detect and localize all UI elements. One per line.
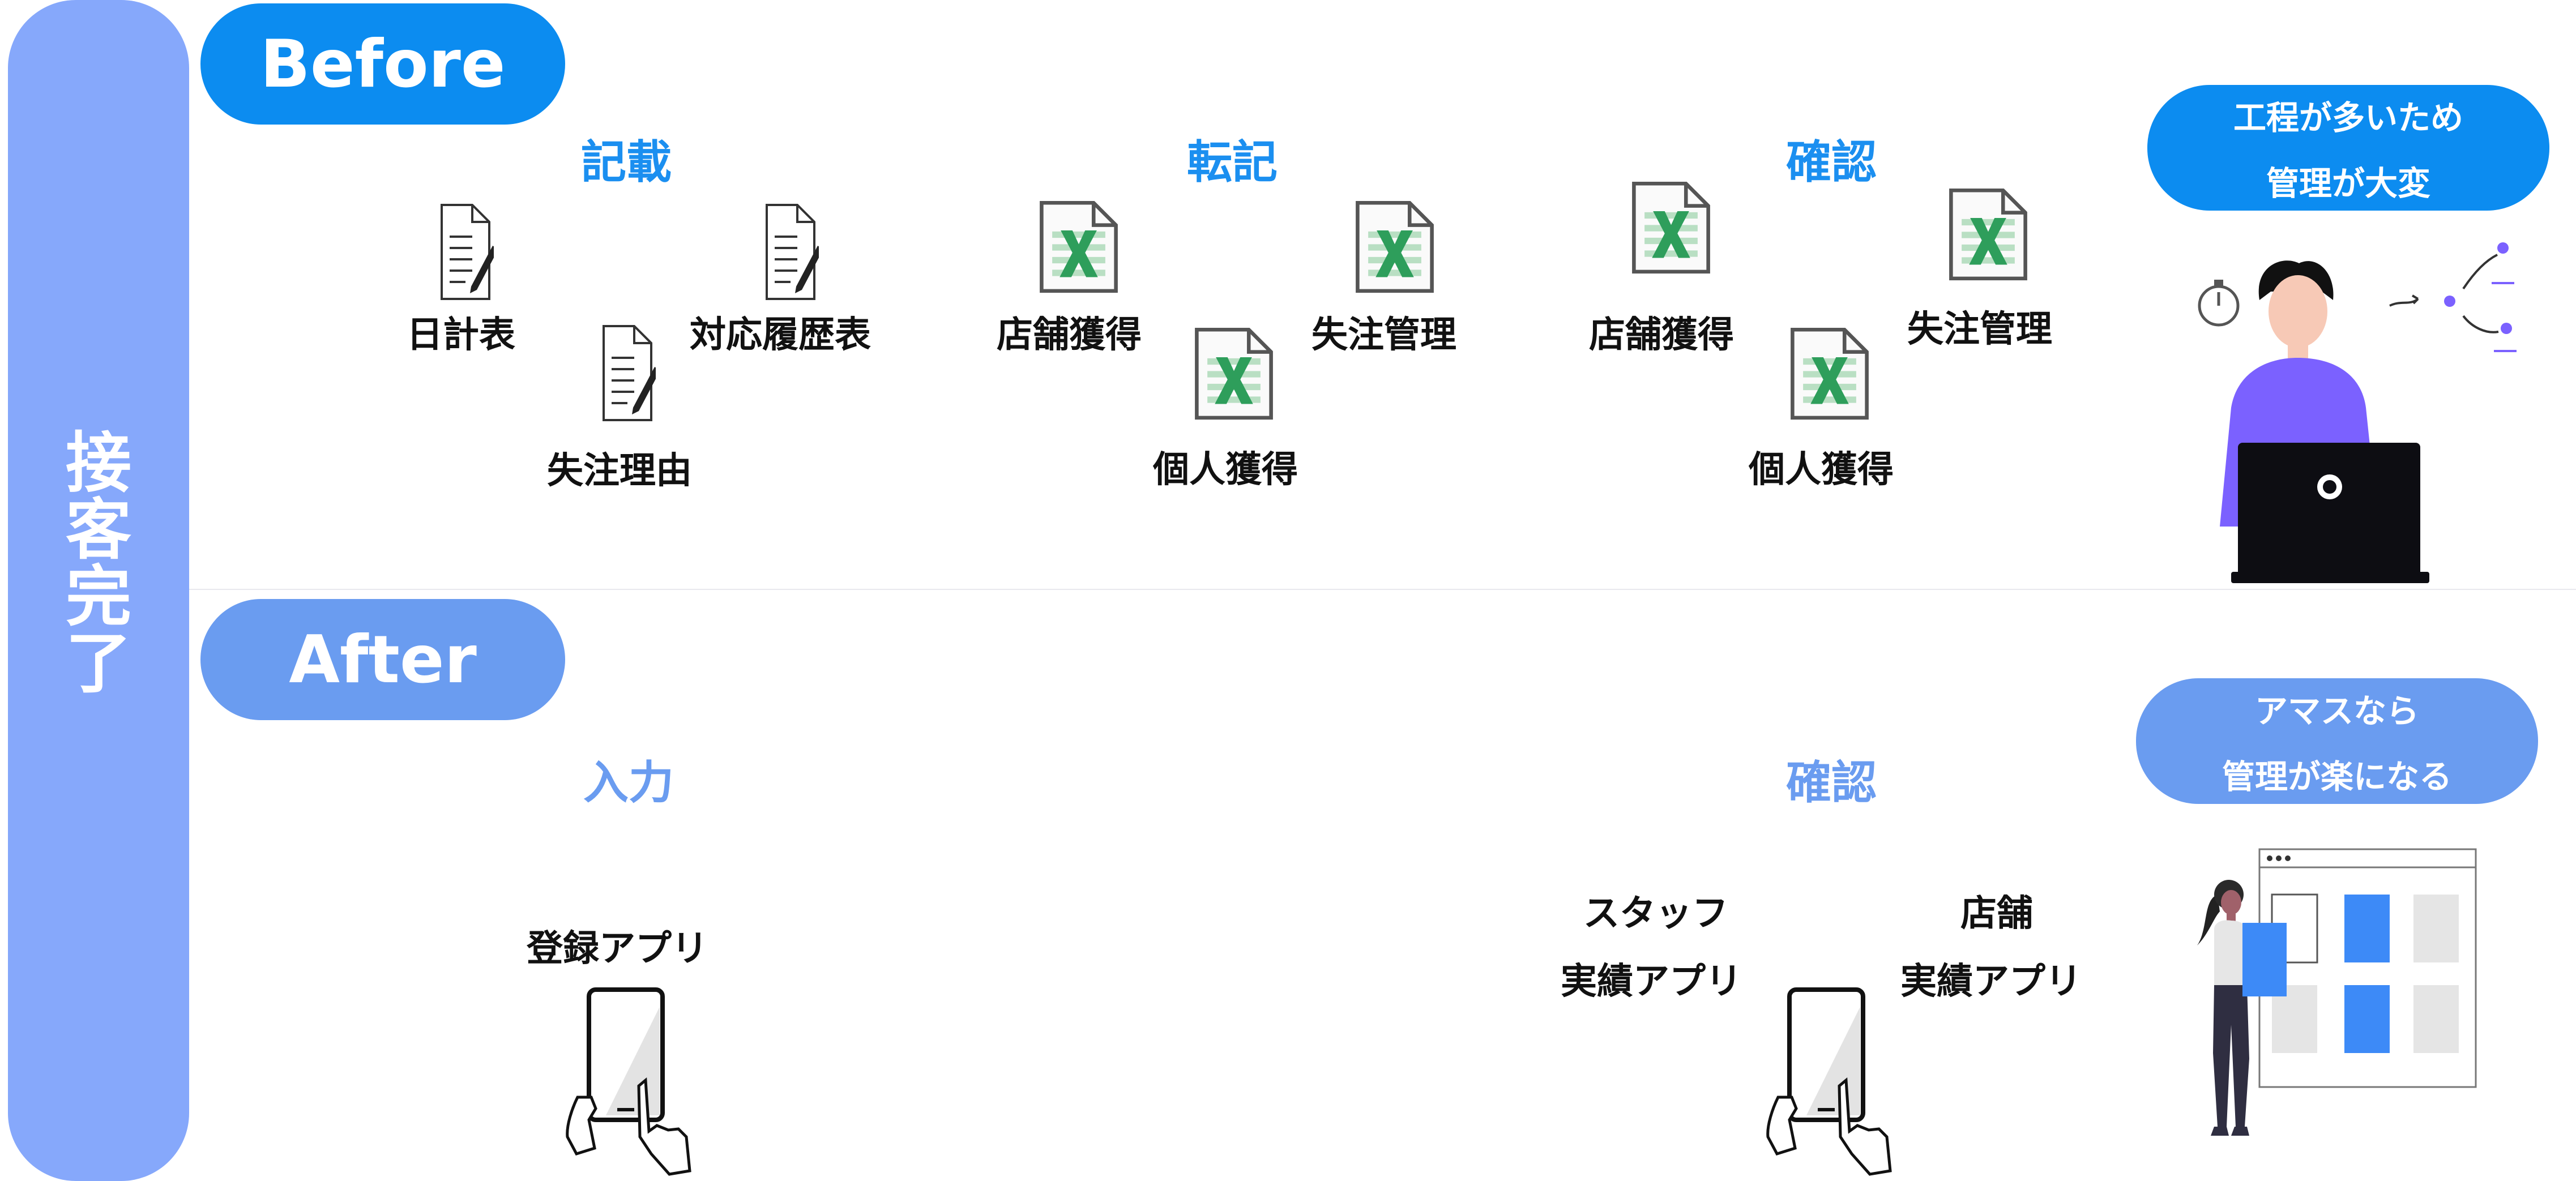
before-heading-kisai: 記載	[581, 136, 672, 189]
tablet-hands-icon	[1761, 984, 1908, 1176]
label-tenpo-kakutoku-2: 店舗獲得	[1589, 314, 1734, 356]
label-tenpo: 店舗	[1960, 893, 2033, 935]
person-laptop-illustration	[2198, 242, 2517, 583]
after-pill-label: After	[289, 621, 477, 698]
label-staff-jisseki-app: 実績アプリ	[1561, 961, 1742, 1003]
document-pencil-icon	[437, 202, 494, 303]
before-pill-label: Before	[260, 25, 506, 102]
label-tenpo-jisseki-app: 実績アプリ	[1900, 961, 2082, 1003]
label-staff: スタッフ	[1583, 893, 1728, 935]
excel-file-icon	[1036, 199, 1121, 296]
before-heading-tenki: 転記	[1187, 136, 1278, 189]
excel-file-icon	[1946, 187, 2031, 283]
before-pill: Before	[200, 3, 565, 125]
sidebar-char: 了	[66, 626, 131, 702]
after-heading-nyuryoku: 入力	[583, 756, 674, 809]
label-shicchu-riyu: 失注理由	[547, 450, 692, 492]
sidebar-bar	[8, 0, 189, 1181]
after-callout-line1: アマスなら	[2254, 692, 2419, 730]
before-heading-kakunin: 確認	[1786, 136, 1877, 189]
excel-file-icon	[1629, 180, 1714, 276]
after-heading-kakunin: 確認	[1786, 756, 1877, 809]
excel-file-icon	[1787, 326, 1872, 422]
after-callout: アマスなら 管理が楽になる	[2136, 678, 2538, 804]
label-shicchu-kanri: 失注管理	[1312, 314, 1456, 356]
after-pill: After	[200, 599, 565, 720]
excel-file-icon	[1352, 199, 1437, 296]
label-kojin-kakutoku-2: 個人獲得	[1749, 449, 1894, 491]
document-pencil-icon	[599, 323, 656, 425]
label-nikkeihyo: 日計表	[407, 314, 515, 356]
section-divider	[189, 589, 2576, 590]
label-tenpo-kakutoku: 店舗獲得	[997, 314, 1142, 356]
before-callout: 工程が多いため 管理が大変	[2147, 85, 2549, 211]
label-shicchu-kanri-2: 失注管理	[1907, 309, 2052, 350]
sidebar-char: 客	[66, 492, 131, 568]
before-callout-line2: 管理が大変	[2266, 164, 2430, 203]
after-callout-line2: 管理が楽になる	[2222, 758, 2452, 796]
sidebar-char: 接	[66, 425, 131, 502]
label-taiou-rirekihyo: 対応履歴表	[690, 314, 871, 356]
label-touroku-app: 登録アプリ	[527, 928, 708, 970]
sidebar-title: 接 客 完 了	[8, 430, 189, 698]
label-kojin-kakutoku: 個人獲得	[1153, 449, 1298, 491]
excel-file-icon	[1191, 326, 1276, 422]
woman-board-illustration	[2197, 848, 2477, 1136]
sidebar-char: 完	[66, 559, 131, 635]
before-callout-line1: 工程が多いため	[2233, 99, 2463, 137]
document-pencil-icon	[762, 202, 819, 303]
tablet-hands-icon	[561, 984, 708, 1176]
